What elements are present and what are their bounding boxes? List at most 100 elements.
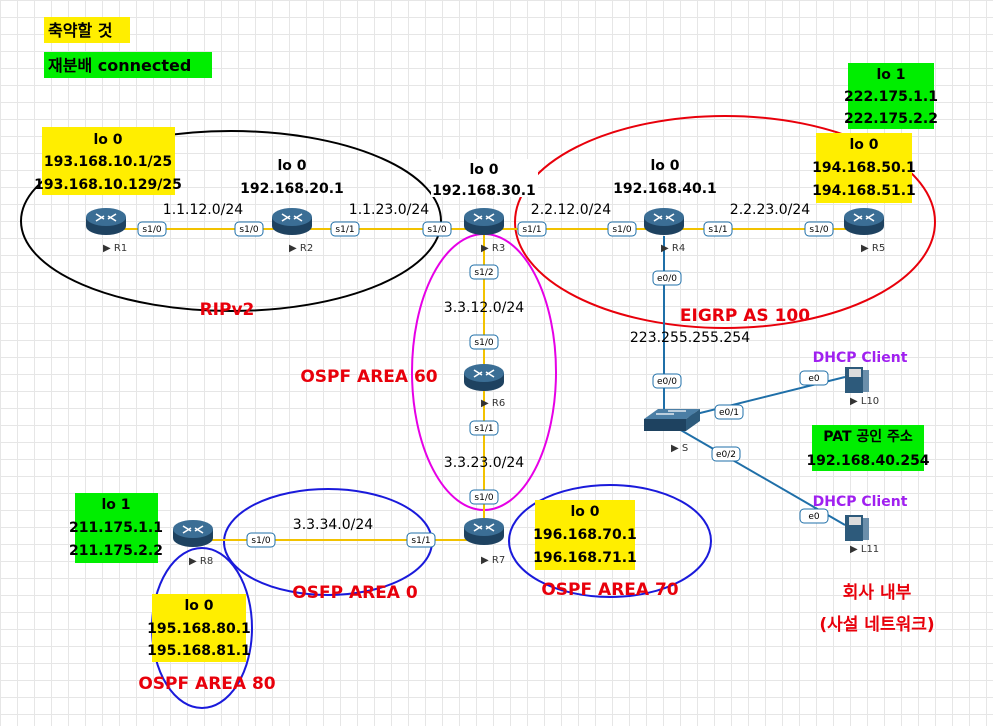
port-r3-s11: s1/1	[517, 221, 547, 237]
pat-address: 192.168.40.254	[806, 453, 929, 469]
router-r6[interactable]	[463, 363, 505, 392]
device-name: S	[682, 443, 688, 454]
port-label: s1/0	[239, 225, 258, 235]
port-r2-s10: s1/0	[234, 221, 264, 237]
switch-s[interactable]	[644, 409, 700, 431]
play-icon: ▶	[103, 243, 114, 254]
ospf70-area-ellipse	[508, 484, 712, 598]
play-icon: ▶	[671, 443, 682, 454]
r2-lo0-addr1: 192.168.20.1	[240, 181, 344, 197]
play-icon: ▶	[661, 243, 672, 254]
play-icon: ▶	[850, 544, 861, 555]
area-ospf60-label: OSPF AREA 60	[300, 367, 437, 387]
r8-lo0-box	[152, 594, 246, 662]
r5-lo1-addr2: 222.175.2.2	[844, 111, 938, 127]
port-s-e01: e0/1	[714, 404, 744, 420]
pc-l11[interactable]	[845, 515, 869, 541]
net-r7-r8: 3.3.34.0/24	[293, 517, 374, 533]
r2-lo0-title: lo 0	[277, 158, 306, 174]
r7-lo0-addr2: 196.168.71.1	[533, 550, 637, 566]
device-label-switch: ▶ S	[671, 443, 688, 454]
r1-lo0-box	[42, 127, 175, 195]
port-label: s1/0	[809, 225, 828, 235]
r5-lo0-addr2: 194.168.51.1	[812, 183, 916, 199]
port-label: s1/0	[142, 225, 161, 235]
net-r4-switch: 223.255.255.254	[630, 330, 750, 346]
r8-lo0-title: lo 0	[184, 598, 213, 614]
port-label: s1/1	[708, 225, 727, 235]
area-ospf80-label: OSPF AREA 80	[138, 674, 275, 694]
r8-lo0-addr2: 195.168.81.1	[147, 643, 251, 659]
port-label: e0/1	[719, 408, 739, 418]
dhcp-client-2-label: DHCP Client	[813, 494, 908, 510]
port-label: e0	[808, 374, 820, 384]
r3-lo0-box	[431, 159, 538, 197]
port-r5-s10: s1/0	[804, 221, 834, 237]
device-label-r3: ▶ R3	[481, 243, 505, 254]
port-label: s1/2	[474, 268, 493, 278]
net-r3-r4: 2.2.12.0/24	[531, 202, 612, 218]
port-label: s1/0	[474, 338, 493, 348]
device-name: R6	[492, 398, 505, 409]
port-label: s1/1	[474, 424, 493, 434]
r8-lo1-addr1: 211.175.1.1	[69, 520, 163, 536]
port-label: s1/1	[411, 536, 430, 546]
r7-lo0-box	[535, 500, 635, 570]
legend-summarize: 축약할 것	[48, 21, 112, 40]
port-s-e02: e0/2	[711, 446, 741, 462]
device-label-r4: ▶ R4	[661, 243, 685, 254]
net-r6-r7: 3.3.23.0/24	[444, 455, 525, 471]
port-r7-s11: s1/1	[406, 532, 436, 548]
r4-lo0-title: lo 0	[650, 158, 679, 174]
port-label: e0/0	[657, 377, 677, 387]
pat-title: PAT 공인 주소	[823, 428, 913, 445]
rip-area-ellipse	[20, 130, 442, 312]
internal-label-2: (사설 네트워크)	[819, 615, 934, 635]
r7-lo0-title: lo 0	[570, 504, 599, 520]
r1-lo0-addr2: 193.168.10.129/25	[34, 177, 182, 193]
port-l11-e0: e0	[799, 508, 829, 524]
port-s-e00: e0/0	[652, 373, 682, 389]
device-label-r2: ▶ R2	[289, 243, 313, 254]
port-r4-e00: e0/0	[652, 270, 682, 286]
router-r5[interactable]	[843, 207, 885, 236]
router-r2[interactable]	[271, 207, 313, 236]
port-r4-s11: s1/1	[703, 221, 733, 237]
port-r7-s10: s1/0	[469, 489, 499, 505]
r5-lo1-addr1: 222.175.1.1	[844, 89, 938, 105]
port-r3-s10: s1/0	[422, 221, 452, 237]
device-name: R3	[492, 243, 505, 254]
legend-redistribute-box	[44, 52, 212, 78]
r1-lo0-title: lo 0	[93, 132, 122, 148]
router-r3[interactable]	[463, 207, 505, 236]
router-r7[interactable]	[463, 517, 505, 546]
play-icon: ▶	[481, 555, 492, 566]
internal-label-1: 회사 내부	[843, 583, 912, 603]
port-r8-s10: s1/0	[246, 532, 276, 548]
r1-lo0-addr1: 193.168.10.1/25	[44, 154, 172, 170]
legend-redistribute: 재분배 connected	[48, 56, 191, 75]
port-label: s1/1	[522, 225, 541, 235]
r8-lo1-title: lo 1	[101, 497, 130, 513]
net-r1-r2: 1.1.12.0/24	[163, 202, 244, 218]
play-icon: ▶	[861, 243, 872, 254]
device-label-r1: ▶ R1	[103, 243, 127, 254]
device-label-r5: ▶ R5	[861, 243, 885, 254]
play-icon: ▶	[850, 396, 861, 407]
r3-lo0-addr1: 192.168.30.1	[432, 183, 536, 199]
router-r4[interactable]	[643, 207, 685, 236]
pc-l10[interactable]	[845, 367, 869, 393]
r5-lo0-box	[816, 133, 912, 203]
port-r4-s10: s1/0	[607, 221, 637, 237]
port-label: s1/0	[474, 493, 493, 503]
r7-lo0-addr1: 196.168.70.1	[533, 527, 637, 543]
play-icon: ▶	[289, 243, 300, 254]
port-r6-s11: s1/1	[469, 420, 499, 436]
play-icon: ▶	[189, 556, 200, 567]
device-name: R4	[672, 243, 685, 254]
net-r2-r3: 1.1.23.0/24	[349, 202, 430, 218]
device-name: L10	[861, 396, 879, 407]
router-r8[interactable]	[172, 519, 214, 548]
router-r1[interactable]	[85, 207, 127, 236]
